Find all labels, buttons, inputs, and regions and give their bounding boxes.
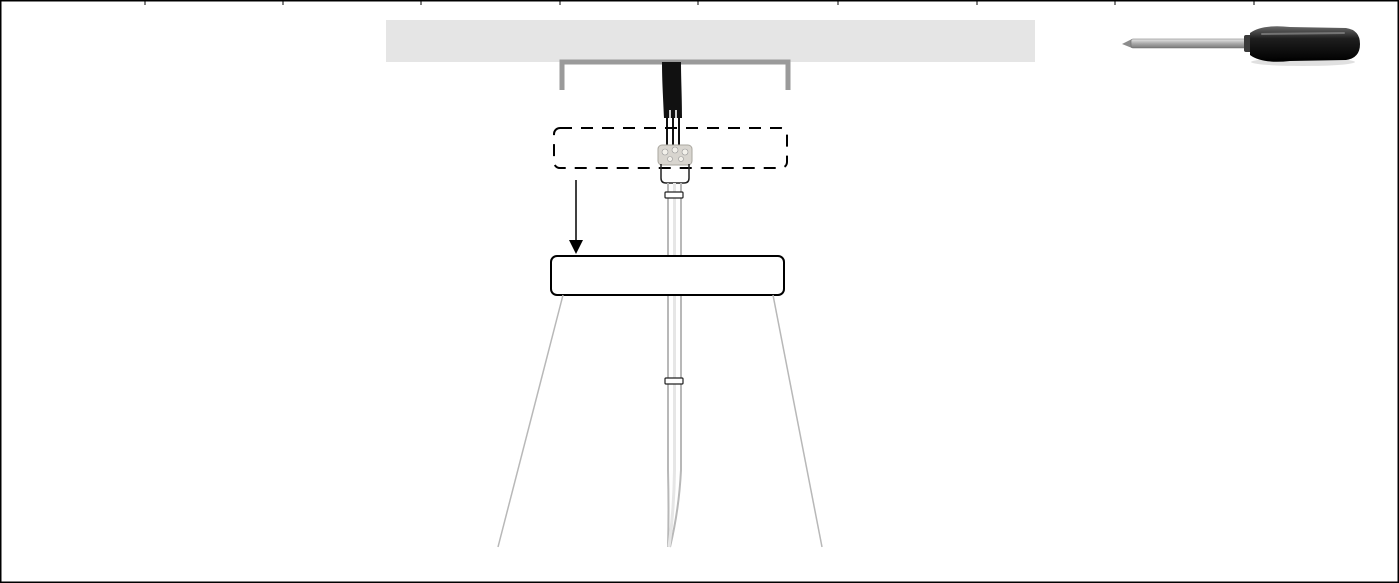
cord-clip-lower bbox=[664, 377, 684, 385]
screwdriver-icon bbox=[1122, 26, 1360, 66]
cord-clip-upper bbox=[664, 191, 684, 199]
down-arrow bbox=[569, 180, 583, 254]
ceiling bbox=[386, 20, 1035, 62]
central-cord bbox=[667, 183, 682, 548]
cable-conductors bbox=[666, 96, 680, 152]
top-ruler-ticks bbox=[144, 0, 1255, 5]
wire-connector bbox=[657, 144, 693, 166]
canopy bbox=[550, 255, 785, 296]
suspension-wire-left bbox=[497, 294, 564, 548]
cord-loop bbox=[660, 164, 690, 184]
suspension-wire-right bbox=[772, 294, 823, 548]
canopy-outline-dashed bbox=[553, 127, 788, 169]
